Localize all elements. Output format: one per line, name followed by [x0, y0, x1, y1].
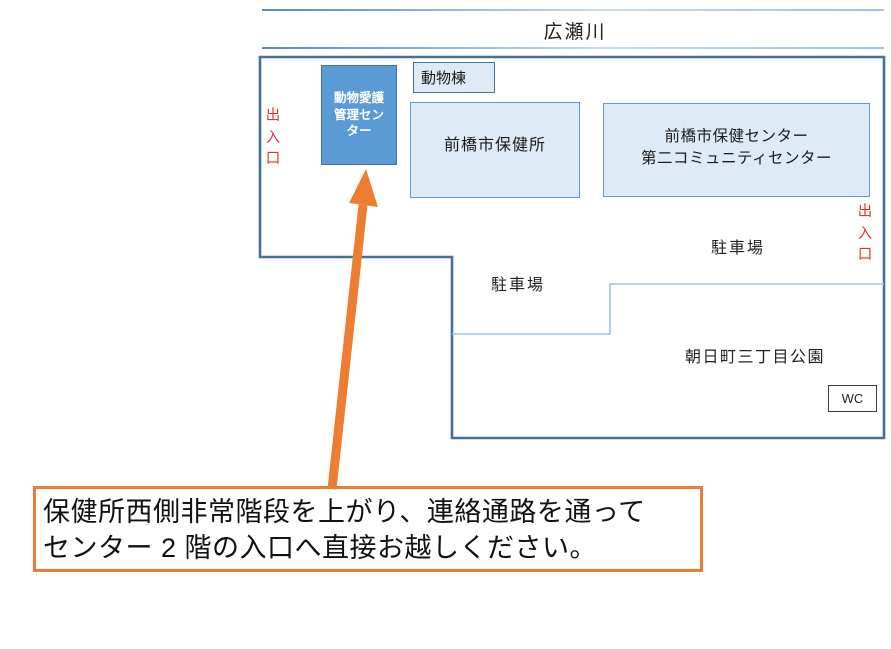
entrance-label-left: 出 入 口: [265, 108, 281, 167]
park-boundary-line: [452, 283, 884, 335]
health-office-building: 前橋市保健所: [410, 102, 580, 198]
entrance-label-right: 出 入 口: [857, 204, 873, 263]
park-label: 朝日町三丁目公園: [684, 349, 825, 366]
river-line-top: [262, 9, 884, 11]
instruction-note: 保健所西側非常階段を上がり、連絡通路を通って センター 2 階の入口へ直接お越し…: [33, 486, 703, 572]
parking-label-lower: 駐車場: [490, 277, 545, 294]
river-label: 広瀬川: [543, 22, 607, 43]
health-center-building: 前橋市保健センター 第二コミュニティセンター: [603, 103, 870, 197]
health-center-name-line2: 第二コミュニティセンター: [640, 150, 833, 167]
animal-wing-building: 動物棟: [413, 62, 495, 93]
parking-label-upper: 駐車場: [710, 240, 765, 257]
animal-protection-center-building: 動物愛護 管理セン ター: [321, 65, 397, 165]
wc-box: WC: [828, 385, 877, 412]
health-center-name-line1: 前橋市保健センター: [664, 128, 809, 145]
river-line-bottom: [262, 47, 884, 49]
